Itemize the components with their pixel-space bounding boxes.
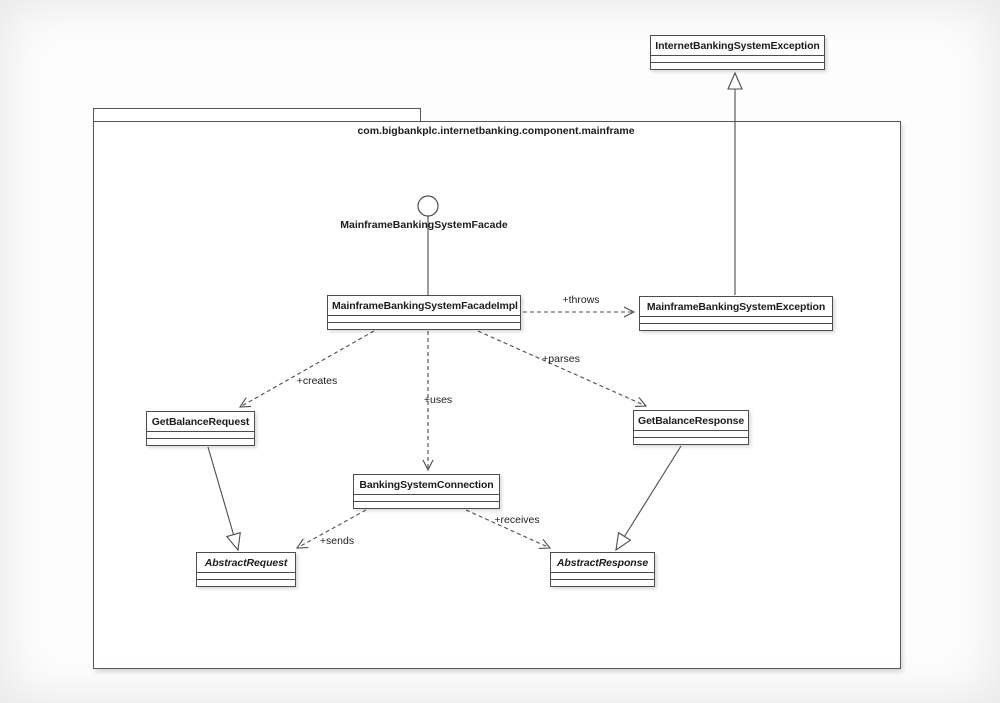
class-name: GetBalanceResponse	[638, 415, 745, 427]
attributes-compartment	[147, 431, 254, 438]
attributes-compartment	[197, 572, 295, 579]
class-abstract-request: AbstractRequest	[196, 552, 296, 587]
edge-receives	[465, 509, 552, 549]
class-name: InternetBankingSystemException	[655, 40, 820, 52]
edge-sends	[295, 509, 367, 549]
class-abstract-response: AbstractResponse	[550, 552, 655, 587]
class-mainframe-banking-system-facade-impl: MainframeBankingSystemFacadeImpl	[327, 295, 521, 330]
edge-label-sends: +sends	[319, 535, 355, 547]
class-name: BankingSystemConnection	[359, 479, 494, 491]
operations-compartment	[634, 437, 748, 444]
class-internet-banking-system-exception: InternetBankingSystemException	[650, 35, 825, 70]
interface-lollipop-circle	[417, 195, 439, 217]
class-mainframe-banking-system-exception: MainframeBankingSystemException	[639, 296, 833, 331]
attributes-compartment	[354, 494, 499, 501]
class-get-balance-response: GetBalanceResponse	[633, 410, 749, 445]
operations-compartment	[651, 62, 824, 69]
attributes-compartment	[640, 316, 832, 323]
operations-compartment	[147, 438, 254, 445]
edge-generalization-get-balance-request	[207, 446, 241, 552]
attributes-compartment	[651, 55, 824, 62]
class-name: GetBalanceRequest	[151, 416, 250, 428]
operations-compartment	[640, 323, 832, 330]
class-banking-system-connection: BankingSystemConnection	[353, 474, 500, 509]
class-get-balance-request: GetBalanceRequest	[146, 411, 255, 446]
package-tab	[93, 108, 421, 122]
attributes-compartment	[551, 572, 654, 579]
attributes-compartment	[634, 430, 748, 437]
edge-label-parses: +parses	[542, 353, 580, 365]
operations-compartment	[551, 579, 654, 586]
edge-label-creates: +creates	[296, 375, 338, 387]
edge-generalization-get-balance-response	[615, 445, 682, 552]
operations-compartment	[197, 579, 295, 586]
attributes-compartment	[328, 315, 520, 322]
operations-compartment	[328, 322, 520, 329]
class-name: MainframeBankingSystemException	[646, 301, 826, 313]
edge-parses	[477, 330, 648, 408]
edge-creates	[238, 330, 375, 408]
interface-label: MainframeBankingSystemFacade	[340, 219, 508, 231]
edge-label-receives: +receives	[494, 514, 540, 526]
edge-label-throws: +throws	[562, 294, 600, 306]
edge-label-uses: +uses	[423, 394, 453, 406]
class-name: AbstractRequest	[204, 557, 288, 569]
class-name: MainframeBankingSystemFacadeImpl	[332, 300, 518, 312]
class-name: AbstractResponse	[556, 557, 649, 569]
operations-compartment	[354, 501, 499, 508]
package-label: com.bigbankplc.internetbanking.component…	[357, 125, 635, 137]
